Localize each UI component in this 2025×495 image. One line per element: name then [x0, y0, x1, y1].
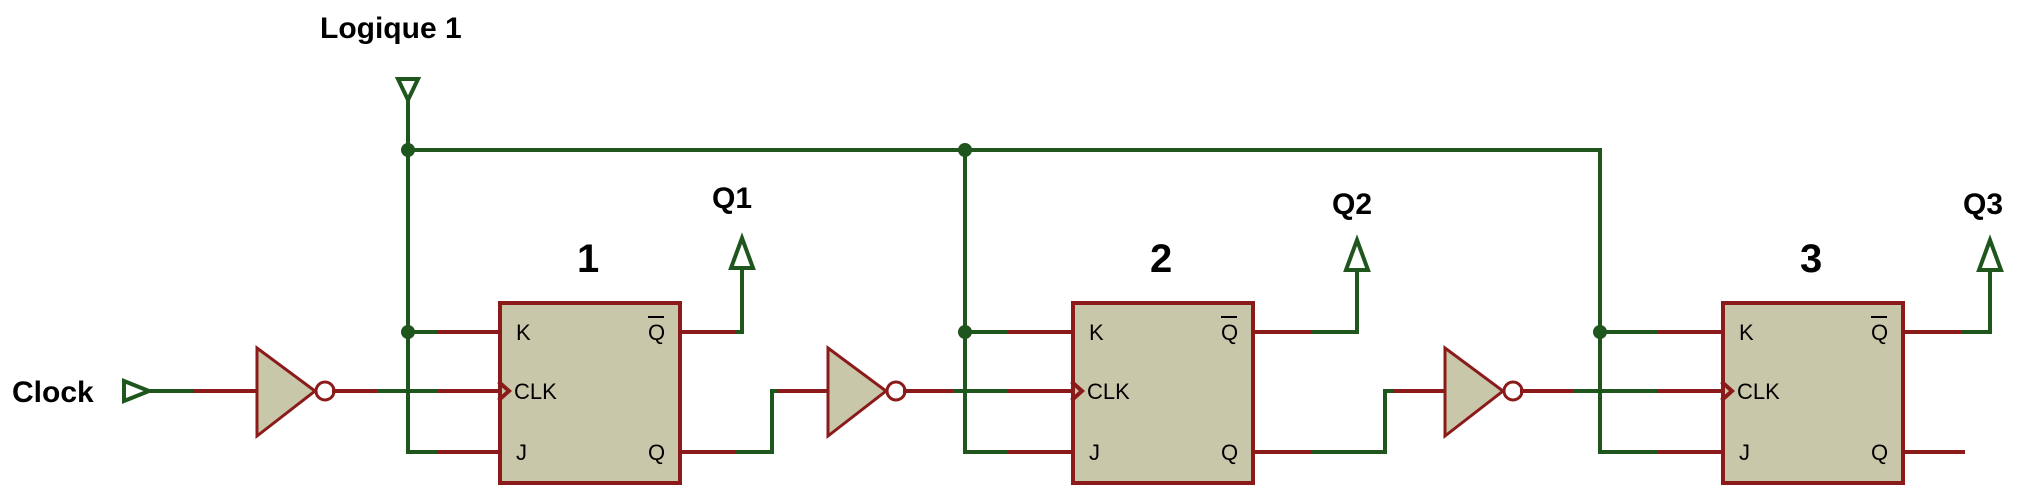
pin-k-label: K [1739, 320, 1754, 345]
pin-clk-label: CLK [1087, 379, 1130, 404]
pin-j-label: J [1089, 440, 1100, 465]
pin-q-label: Q [648, 440, 665, 465]
pin-j-label: J [1739, 440, 1750, 465]
logique-1-label: Logique 1 [320, 12, 462, 45]
junction-dot [1593, 325, 1607, 339]
pin-q-label: Q [1871, 440, 1888, 465]
flipflop-3-number: 3 [1800, 237, 1822, 281]
inverter-1 [255, 345, 336, 440]
pin-q-label: Q [1221, 440, 1238, 465]
junction-dot [401, 143, 415, 157]
q1-label: Q1 [712, 182, 752, 215]
ff2-q-to-inverter-3-wire [1311, 389, 1397, 454]
inverter-2 [826, 345, 907, 440]
q1-output-wire [736, 266, 744, 334]
clock-terminal-icon [122, 378, 155, 404]
supply-wires [406, 98, 1725, 454]
pin-clk-label: CLK [1737, 379, 1780, 404]
junction-dot [401, 325, 415, 339]
pin-k-label: K [1089, 320, 1104, 345]
q2-output-wire [1311, 268, 1359, 334]
q3-terminal-icon [1976, 234, 2004, 272]
logique-1-terminal-icon [394, 77, 422, 105]
jk-flipflop-2: K CLK J Q Q [1070, 301, 1255, 485]
q2-label: Q2 [1332, 188, 1372, 221]
q1-terminal-icon [728, 232, 756, 270]
pin-qbar-label: Q [1871, 320, 1888, 345]
pin-clk-label: CLK [514, 379, 557, 404]
q3-label: Q3 [1963, 188, 2003, 221]
q2-terminal-icon [1343, 234, 1371, 272]
pin-qbar-label: Q [1221, 320, 1238, 345]
pin-j-label: J [516, 440, 527, 465]
flipflop-2-number: 2 [1150, 237, 1172, 281]
jk-flipflop-1: K CLK J Q Q [497, 301, 682, 485]
inverter-3 [1443, 345, 1524, 440]
junction-dot [958, 325, 972, 339]
jk-flipflop-3: K CLK J Q Q [1720, 301, 1905, 485]
ff1-q-to-inverter-2-wire [736, 389, 782, 454]
pin-qbar-label: Q [648, 320, 665, 345]
flipflop-1-number: 1 [577, 237, 599, 281]
junction-dot [958, 143, 972, 157]
q3-output-wire [1961, 268, 1992, 334]
clock-label: Clock [12, 376, 94, 409]
pin-k-label: K [516, 320, 531, 345]
